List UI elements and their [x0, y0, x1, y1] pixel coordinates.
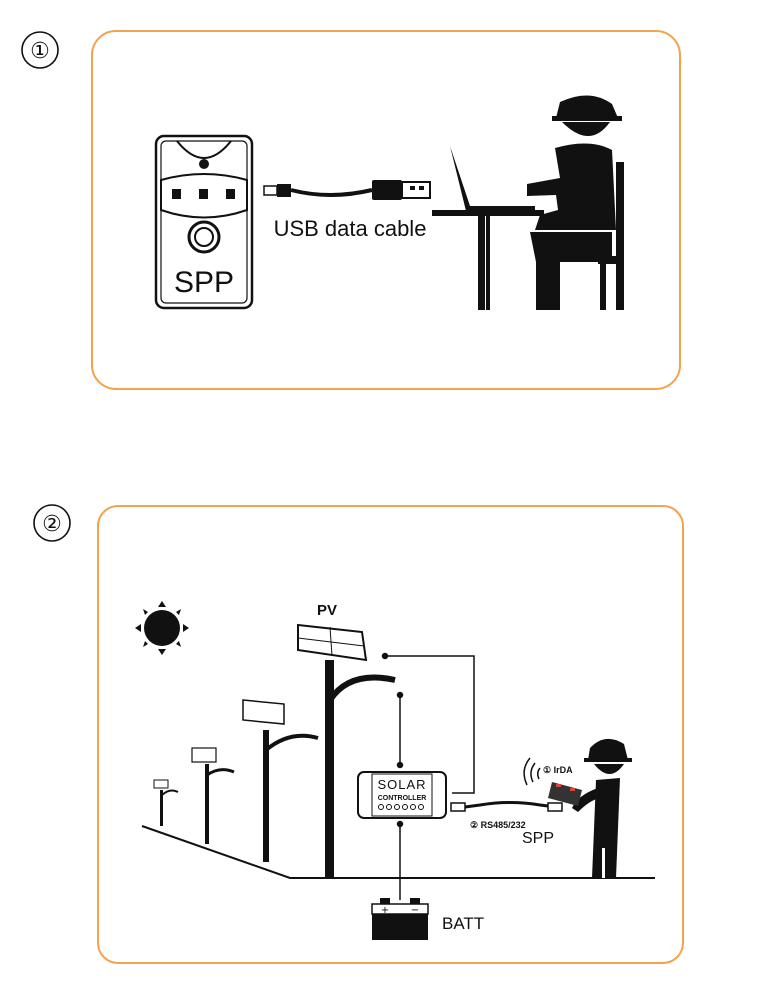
technician-with-handheld-icon [548, 738, 632, 878]
pv-label: PV [317, 602, 337, 619]
controller-label-line2: CONTROLLER [378, 795, 427, 802]
step-number-circle [33, 504, 71, 542]
rs485-cable-icon [450, 801, 563, 812]
battery-minus: − [411, 905, 419, 916]
irda-signal-icon [523, 757, 541, 786]
irda-label: ① IrDA [543, 765, 573, 775]
usb-cable-label: USB data cable [274, 216, 427, 241]
panel-usb-connection: ① SPP USB data cable [21, 30, 681, 390]
spp-label: SPP [522, 830, 554, 847]
controller-label-line1: SOLAR [377, 777, 426, 792]
technician-at-laptop-icon [432, 95, 624, 310]
step-number-circle [21, 31, 59, 69]
rs485-label: ② RS485/232 [470, 820, 526, 830]
usb-cable-icon [263, 180, 431, 200]
spp-device-icon [154, 134, 254, 310]
battery-icon [371, 898, 429, 940]
battery-label: BATT [442, 914, 484, 933]
step-number-1: ① [30, 39, 50, 64]
sun-icon [135, 601, 189, 655]
step-number-2: ② [42, 512, 62, 537]
spp-device-label: SPP [174, 266, 234, 299]
panel-frame [97, 505, 684, 964]
solar-controller-icon [357, 771, 447, 819]
wiring [381, 652, 475, 900]
street-lights-icon [153, 623, 396, 878]
ground-line [141, 825, 655, 879]
panel-frame [91, 30, 681, 390]
panel-solar-system: ② [33, 504, 684, 964]
battery-plus: + [381, 905, 389, 916]
